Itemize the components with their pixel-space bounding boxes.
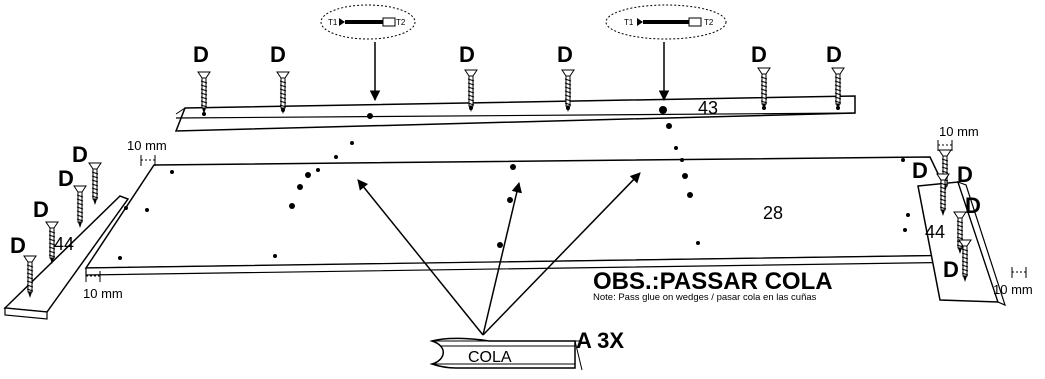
fastener-label-d: D bbox=[826, 42, 842, 67]
screw: D bbox=[936, 162, 973, 216]
dowel-hole bbox=[273, 254, 277, 258]
fastener-label-d: D bbox=[943, 257, 959, 282]
screw: D bbox=[943, 239, 972, 282]
part-number-28: 28 bbox=[763, 203, 783, 223]
callout-left: T1 T2 bbox=[320, 4, 416, 102]
dimension-label: 10 mm bbox=[83, 286, 123, 301]
dimension-label: 10 mm bbox=[127, 138, 167, 153]
dowel-hole bbox=[305, 172, 311, 178]
screw: D bbox=[72, 142, 102, 205]
dowel-hole bbox=[510, 164, 516, 170]
screw: D bbox=[557, 42, 575, 112]
screw: D bbox=[270, 42, 290, 114]
fastener-label-d: D bbox=[957, 162, 973, 187]
dowel-hole bbox=[145, 208, 149, 212]
dimension-bottom-right: 10 mm bbox=[993, 267, 1033, 297]
dowel-hole bbox=[696, 241, 700, 245]
dimension-bottom-left: 10 mm bbox=[83, 271, 123, 301]
fastener-label-d: D bbox=[10, 233, 26, 258]
obs-note-text: Note: Pass glue on wedges / pasar cola e… bbox=[593, 292, 817, 303]
screw: D bbox=[912, 149, 952, 192]
screw: D bbox=[193, 42, 211, 114]
glue-arrows bbox=[357, 172, 641, 336]
screw: D bbox=[10, 233, 37, 298]
dimension-label: 10 mm bbox=[939, 124, 979, 139]
fastener-label-d: D bbox=[912, 158, 928, 183]
dowel-hole bbox=[901, 158, 905, 162]
screw: D bbox=[826, 42, 845, 110]
fastener-label-d: D bbox=[58, 166, 74, 191]
fastener-label-d: D bbox=[270, 42, 286, 67]
fastener-label-d: D bbox=[459, 42, 475, 67]
fastener-label-d: D bbox=[72, 142, 88, 167]
callout-right: T1 T2 bbox=[605, 4, 727, 102]
screw: D bbox=[33, 197, 59, 264]
screw: D bbox=[58, 166, 87, 228]
fastener-label-d: D bbox=[33, 197, 49, 222]
dowel-hole bbox=[124, 206, 128, 210]
dowel-hole bbox=[682, 173, 688, 179]
top-rail: 43 bbox=[174, 95, 856, 132]
dowel-hole bbox=[687, 192, 693, 198]
fastener-label-d: D bbox=[751, 42, 767, 67]
screw: D bbox=[459, 42, 478, 112]
glue-times: A 3X bbox=[576, 328, 624, 353]
part-number-44-right: 44 bbox=[925, 222, 945, 242]
dowel-hole bbox=[367, 113, 373, 119]
screw: D bbox=[751, 42, 771, 110]
glue-label: COLA bbox=[468, 349, 512, 366]
glue-tube: COLA A 3X bbox=[429, 328, 624, 371]
dowel-hole bbox=[170, 170, 174, 174]
callout-t1: T1 bbox=[624, 18, 634, 27]
part-number-44-left: 44 bbox=[54, 234, 74, 254]
dimension-label: 10 mm bbox=[993, 282, 1033, 297]
obs-note: OBS.:PASSAR COLA Note: Pass glue on wedg… bbox=[593, 268, 833, 303]
callout-t1: T1 bbox=[328, 18, 338, 27]
part-number-43: 43 bbox=[698, 98, 718, 118]
dowel-hole bbox=[118, 256, 122, 260]
dowel-hole bbox=[507, 197, 513, 203]
callout-t2: T2 bbox=[396, 18, 406, 27]
fastener-label-d: D bbox=[965, 193, 981, 218]
dowel-hole bbox=[666, 123, 672, 129]
dowel-hole bbox=[334, 155, 338, 159]
dowel-hole bbox=[674, 146, 678, 150]
obs-title: OBS.:PASSAR COLA bbox=[593, 268, 833, 295]
dowel-hole bbox=[497, 242, 503, 248]
fastener-label-d: D bbox=[193, 42, 209, 67]
dowel-hole bbox=[680, 158, 684, 162]
dowel-hole bbox=[903, 228, 907, 232]
dowel-hole bbox=[906, 213, 910, 217]
dowel-hole bbox=[316, 168, 320, 172]
fastener-label-d: D bbox=[557, 42, 573, 67]
left-side-panel: 44 bbox=[3, 195, 130, 320]
dowel-hole bbox=[659, 106, 667, 114]
dowel-hole bbox=[350, 141, 354, 145]
dowel-hole bbox=[297, 184, 303, 190]
screw: D bbox=[953, 193, 981, 254]
dowel-hole bbox=[289, 203, 295, 209]
dimension-top-right: 10 mm bbox=[937, 124, 979, 151]
callout-t2: T2 bbox=[704, 18, 714, 27]
dimension-top-left: 10 mm bbox=[127, 138, 167, 166]
main-panel: 28 bbox=[84, 156, 979, 276]
